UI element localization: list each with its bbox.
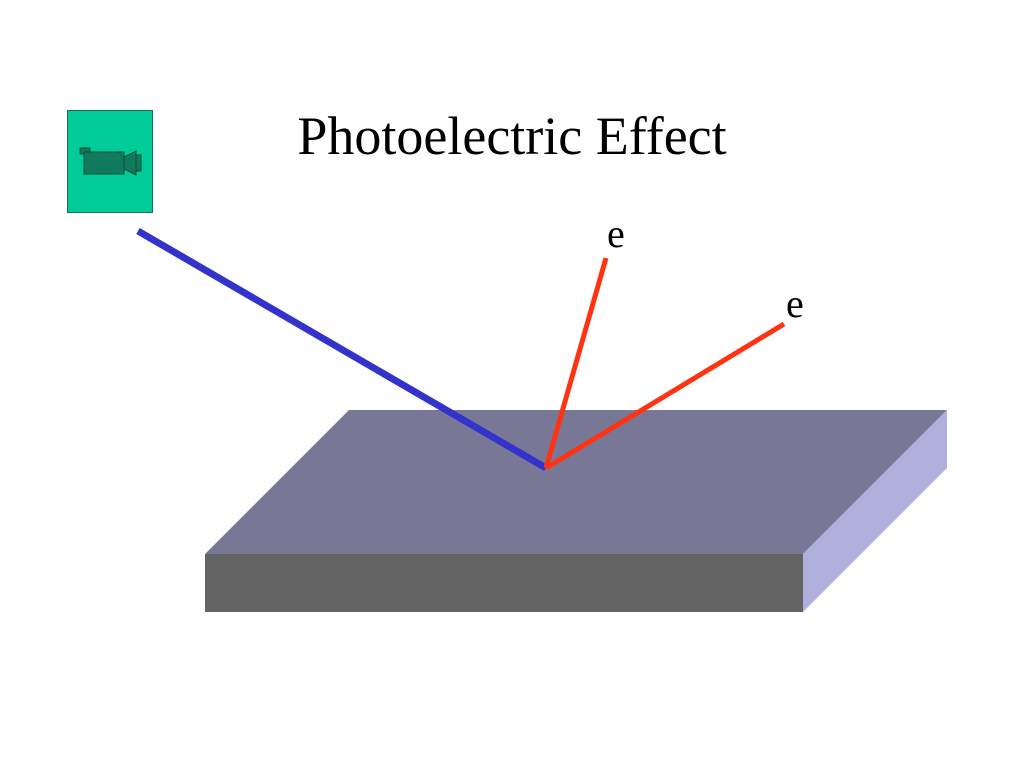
slide-title: Photoelectric Effect bbox=[297, 106, 727, 166]
movie-camera-icon bbox=[79, 147, 142, 176]
electron-label: e bbox=[786, 281, 804, 326]
metal-plate-front bbox=[205, 554, 803, 612]
incident-light-ray bbox=[136, 227, 548, 472]
metal-plate-side bbox=[803, 410, 947, 612]
metal-plate-top bbox=[205, 410, 947, 554]
electron-label: e bbox=[607, 211, 625, 256]
emitted-electron-path bbox=[544, 321, 786, 471]
play-movie-button[interactable] bbox=[67, 110, 153, 213]
emitted-electron-path bbox=[543, 257, 609, 469]
